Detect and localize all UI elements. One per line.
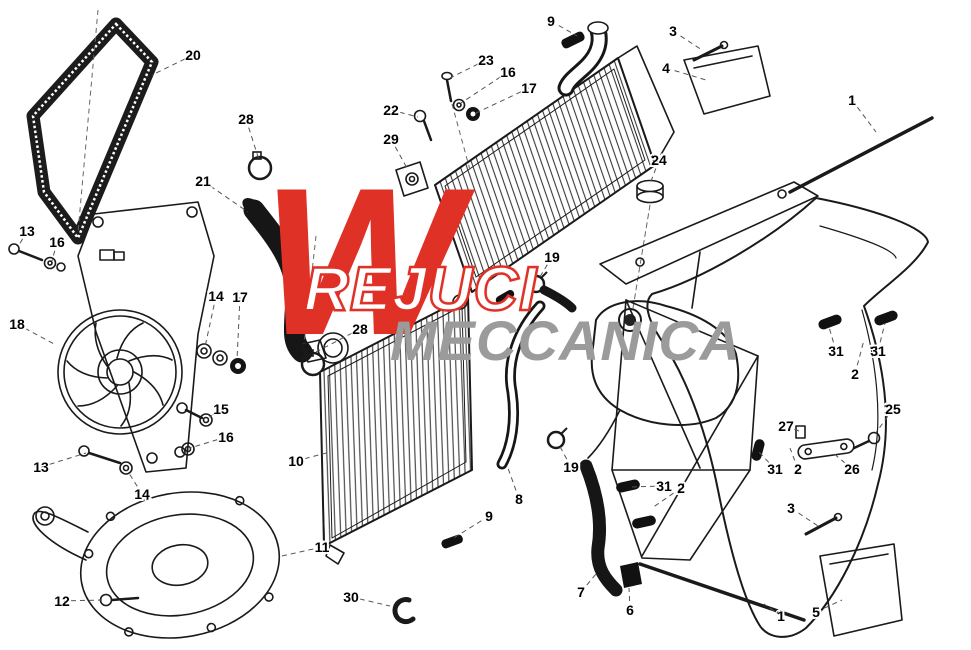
main-radiator: [395, 21, 675, 304]
lower-cover: [32, 491, 281, 639]
coolant-hoses: [496, 271, 623, 597]
tank-cap: [636, 179, 664, 204]
construction-lines: [77, 9, 471, 345]
expansion-tank: [587, 179, 740, 459]
fasteners-left: [8, 243, 246, 475]
mounting-frame: [599, 181, 819, 561]
hose-clamp-30: [392, 597, 416, 625]
cooling-fan-assembly: [57, 201, 215, 473]
oil-cooler: [301, 294, 473, 565]
drive-belt: [26, 17, 159, 245]
